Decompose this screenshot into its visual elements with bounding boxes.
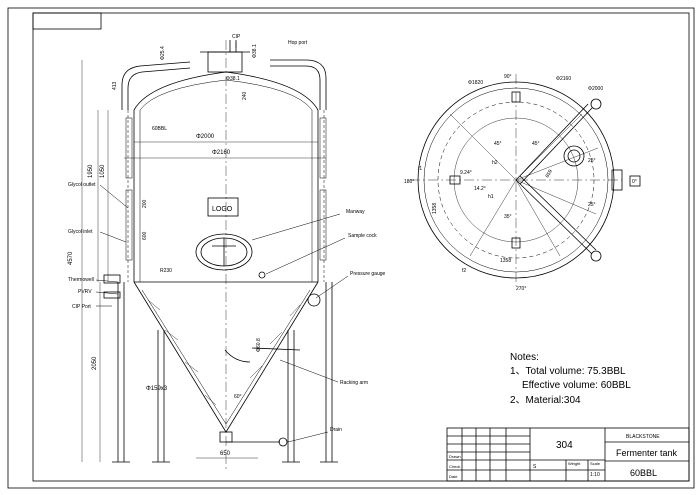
corner-box xyxy=(32,12,102,30)
tb-check: Check xyxy=(449,464,460,469)
dim-180deg: 180° xyxy=(404,179,414,185)
tb-date: Date xyxy=(449,474,458,479)
notes-line-3: 2、Material:304 xyxy=(510,395,581,406)
dim-d38-1b: Φ38.1 xyxy=(252,44,258,58)
dim-25b: 25° xyxy=(588,202,596,208)
label-cip-port: CIP Port xyxy=(72,304,91,310)
tb-scale-val: 1:10 xyxy=(590,472,600,478)
dim-650: 650 xyxy=(220,451,231,457)
label-drain: Drain xyxy=(330,427,342,433)
dim-f2: f2 xyxy=(462,268,466,274)
label-pvrv: PVRV xyxy=(78,289,92,295)
label-glycol-inlet: Glycol inlet xyxy=(68,229,93,235)
dim-1950: 1950 xyxy=(88,164,94,178)
dim-9-24: 9.24° xyxy=(460,170,472,176)
label-pressure-gauge: Pressure gauge xyxy=(350,271,386,277)
dim-90deg: 90° xyxy=(504,74,512,80)
tb-company: BLACKSTONE xyxy=(626,434,660,440)
tb-material: 304 xyxy=(556,440,573,451)
dim-0deg: 0° xyxy=(632,179,637,185)
plan-arm xyxy=(515,179,593,255)
dim-d2000: Φ2000 xyxy=(196,134,215,140)
plan-manway xyxy=(563,145,585,167)
label-sample-cock: Sample cock xyxy=(348,233,377,239)
cip-collar xyxy=(207,51,243,73)
tb-s: S xyxy=(533,464,537,470)
dim-1050: 1050 xyxy=(100,164,106,178)
manway-ellipse xyxy=(195,233,253,271)
label-thermowell: Thermowell xyxy=(68,277,94,283)
dim-14-2: 14.2° xyxy=(474,186,486,192)
dim-d1820: Φ1820 xyxy=(468,80,483,86)
pressure-gauge xyxy=(307,293,321,307)
dim-60bbl: 60BBL xyxy=(152,126,167,132)
dim-d38-1a: Φ38.1 xyxy=(226,76,240,82)
dim-d2000-plan: Φ2000 xyxy=(588,86,603,92)
dim-45b: 45° xyxy=(532,141,540,147)
title-block xyxy=(446,427,690,482)
notes-line-1: 1、Total volume: 75.3BBL xyxy=(510,366,626,377)
label-racking-arm: Racking arm xyxy=(340,380,368,386)
dim-d159: Φ159x3 xyxy=(146,386,168,392)
cone-right xyxy=(225,281,319,433)
dim-60deg: 60° xyxy=(234,394,242,400)
tb-weight: Weight xyxy=(568,461,581,466)
sample-cock xyxy=(258,271,266,279)
tb-drawn: Drawn xyxy=(449,454,461,459)
tb-capacity: 60BBL xyxy=(630,468,657,478)
dim-35: 35° xyxy=(504,214,512,220)
tb-scale: Scale xyxy=(590,461,601,466)
logo-text: LOGO xyxy=(212,206,233,213)
tb-product: Fermenter tank xyxy=(616,448,678,458)
logo-box xyxy=(207,197,239,217)
dim-1358b: 1358 xyxy=(500,258,511,264)
dim-d2160-plan: Φ2160 xyxy=(556,76,571,82)
dim-240: 240 xyxy=(242,91,248,100)
dim-200: 200 xyxy=(142,199,148,208)
dim-659: 659 xyxy=(545,169,554,179)
dim-d25-4: Φ25.4 xyxy=(160,46,166,60)
inner-border xyxy=(32,12,690,482)
dim-h2: h2 xyxy=(492,160,498,166)
dim-2050: 2050 xyxy=(92,356,98,370)
dim-413: 413 xyxy=(112,81,118,90)
dim-h1: h1 xyxy=(488,194,494,200)
label-hop-port: Hop port xyxy=(288,40,308,46)
dim-1358a: 1358 xyxy=(432,203,438,214)
label-manway: Manway xyxy=(346,209,365,215)
cip-arm-right xyxy=(270,65,321,110)
cone-left xyxy=(133,281,227,433)
outer-border xyxy=(7,7,695,489)
dim-270deg: 270° xyxy=(516,286,526,292)
label-glycol-outlet: Glycol outlet xyxy=(68,182,96,188)
dim-4570: 4570 xyxy=(68,251,74,265)
dim-45a: 45° xyxy=(494,141,502,147)
dim-f1: f1 xyxy=(418,166,422,172)
cip-arm-left xyxy=(121,61,191,110)
dim-d2160: Φ2160 xyxy=(212,150,231,156)
dim-d60-8: Φ60.8 xyxy=(256,338,262,352)
dim-600: 600 xyxy=(142,231,148,240)
dim-r230: R230 xyxy=(160,268,172,274)
notes-line-2: Effective volume: 60BBL xyxy=(522,380,631,391)
notes-title: Notes: xyxy=(510,352,539,363)
dim-25a: 25° xyxy=(588,158,596,164)
label-cip: CIP xyxy=(232,34,241,40)
